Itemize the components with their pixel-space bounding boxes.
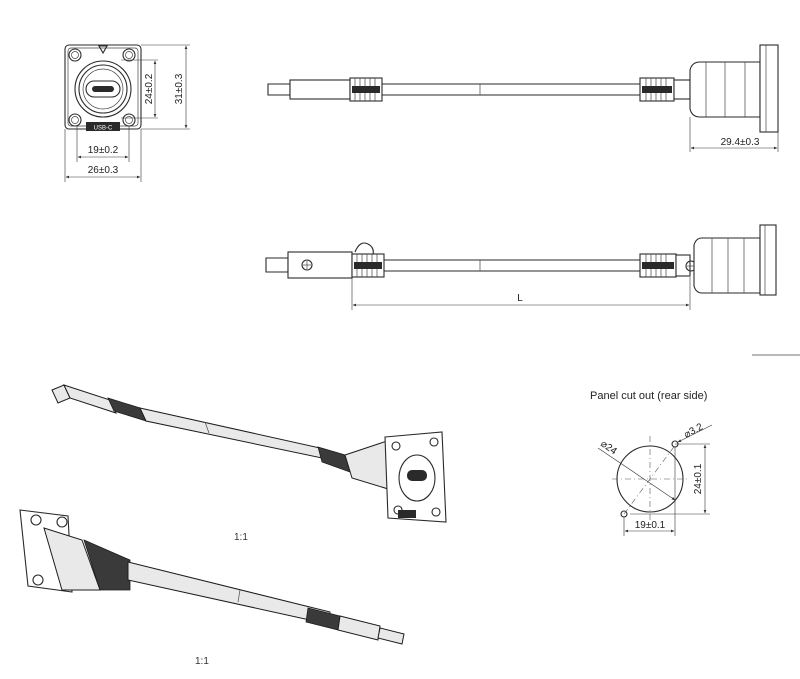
nut-2: [675, 254, 691, 277]
receptacle-body-2: [693, 237, 761, 294]
receptacle-ring: [74, 60, 132, 118]
plug-housing: [289, 79, 351, 100]
strain-relief-right-2: [639, 253, 677, 278]
plug-tip-iso-lower: [377, 627, 405, 645]
dim-hole: ⌀3.2: [682, 421, 705, 440]
strain-relief-iso-right: [317, 446, 351, 473]
nut: [673, 79, 691, 100]
plug-housing-iso-lower: [337, 615, 381, 641]
iso-view-lower: [19, 509, 405, 645]
plug-housing-iso: [63, 384, 117, 414]
strain-relief-left: [349, 77, 383, 102]
usb-c-badge-bg: [86, 122, 120, 131]
panel-cutout: Panel cut out (rear side) ⌀24 ⌀3.2 24±0.…: [590, 390, 713, 536]
iso-view-upper: [51, 384, 447, 523]
dim-height: 24±0.1: [693, 463, 704, 494]
dim-width-inner: 19±0.2: [88, 145, 119, 156]
cable-iso-lower: [127, 561, 331, 625]
usb-c-plug-tip-2: [265, 257, 289, 273]
screw-icon: [301, 259, 313, 271]
dim-flange: 29.4±0.3: [721, 137, 760, 148]
dim-width: 19±0.1: [635, 520, 666, 531]
mount-hole-top-right: [122, 48, 136, 62]
latch-arrow-icon: [98, 45, 108, 55]
usb-c-port: [85, 80, 121, 98]
usb-c-port-iso: [407, 470, 427, 481]
usb-c-plug-tip: [267, 83, 291, 96]
flange-2: [759, 224, 777, 296]
cable: [382, 83, 640, 96]
cable-iso-upper: [139, 407, 323, 459]
dim-diameter-leader: [597, 447, 676, 501]
side-view-bottom: L: [265, 224, 777, 310]
dim-height-outer: 31±0.3: [174, 73, 185, 104]
usb-c-tongue: [92, 86, 114, 92]
strain-relief-iso-lower: [83, 539, 131, 591]
receptacle-face-iso: [398, 454, 436, 502]
strain-relief-right: [639, 77, 675, 102]
cable-loop: [354, 242, 374, 259]
side-view-top: 29.4±0.3: [267, 44, 779, 152]
strain-relief-left-2: [351, 253, 385, 278]
scale-upper: 1:1: [234, 532, 248, 543]
scale-lower: 1:1: [195, 656, 209, 667]
usb-c-badge-label: USB-C: [94, 126, 113, 132]
dim-diameter: ⌀24: [598, 438, 619, 457]
dim-height-inner: 24±0.2: [144, 73, 155, 104]
dim-length: L: [517, 293, 523, 304]
flange: [759, 44, 779, 133]
cable-2: [384, 259, 640, 272]
panel-cutout-title: Panel cut out (rear side): [590, 390, 707, 402]
front-view: USB-C 24±0.2 31±0.3 19±0.2 26±0.3: [64, 44, 190, 182]
mount-hole-top-left: [68, 48, 82, 62]
mount-hole-bottom-left: [68, 113, 82, 127]
dim-width-outer: 26±0.3: [88, 165, 119, 176]
plug-housing-2: [287, 251, 353, 279]
dim-hole-leader: [677, 424, 713, 443]
